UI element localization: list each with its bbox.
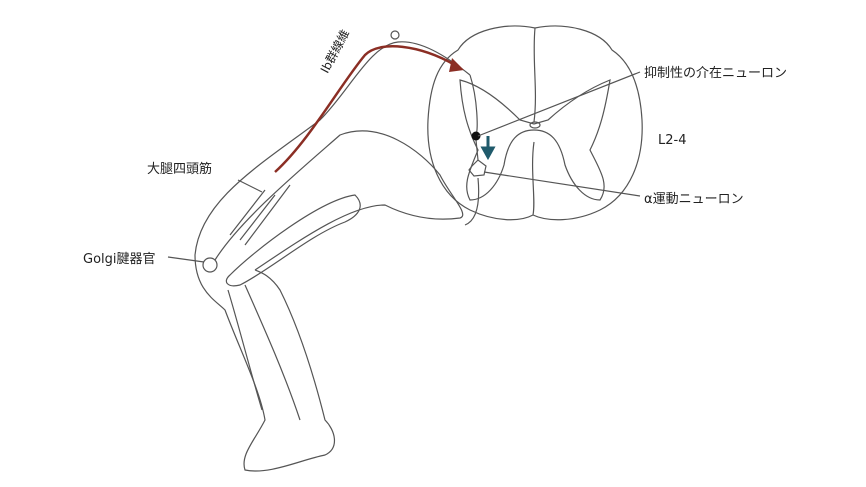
dorsal-root-ganglion [390, 30, 400, 40]
ib-fiber [274, 45, 456, 173]
label-golgi-tendon-organ: Golgi腱器官 [83, 252, 156, 267]
fiber-arrowhead [449, 58, 464, 72]
alpha-motor-neuron [468, 159, 487, 177]
leader-interneuron [477, 71, 641, 137]
leg-outline [194, 41, 471, 472]
leader-golgi [167, 256, 205, 263]
label-quadriceps: 大腿四頭筋 [147, 162, 213, 177]
label-segment: L2-4 [658, 133, 687, 148]
leader-motor [483, 171, 641, 197]
inhibition-arrow [480, 136, 496, 161]
spinal-cord [427, 25, 643, 221]
label-inhibitory-interneuron: 抑制性の介在ニューロン [644, 66, 788, 81]
label-alpha-motor-neuron: α運動ニューロン [644, 192, 744, 207]
leader-quadriceps [237, 179, 263, 193]
inhibitory-interneuron [471, 131, 481, 141]
